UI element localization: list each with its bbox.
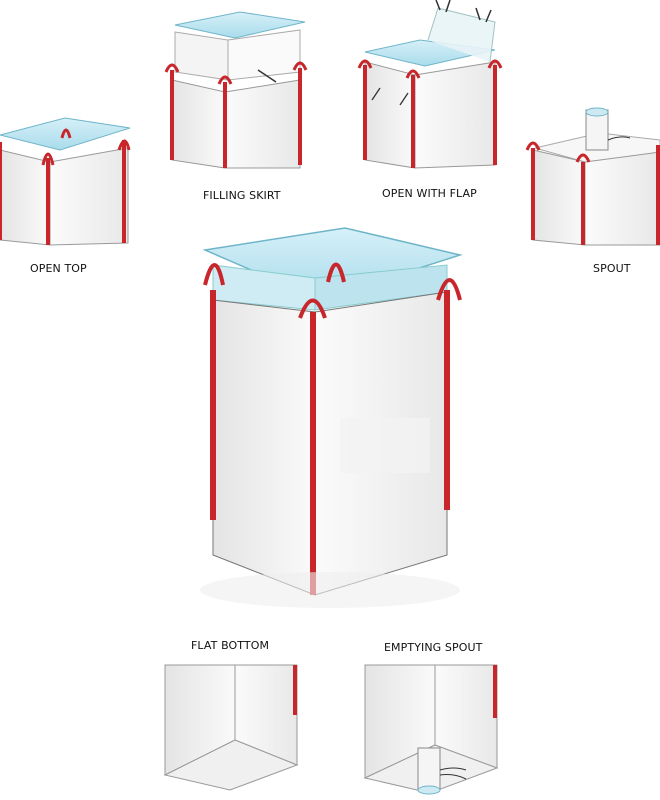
filling-skirt-bag xyxy=(164,11,308,169)
label-spout: SPOUT xyxy=(593,262,631,275)
open-top-bag xyxy=(0,117,131,246)
label-emptying-spout: EMPTYING SPOUT xyxy=(384,641,483,654)
flat-bottom-bag xyxy=(163,664,299,791)
label-open-with-flap: OPEN WITH FLAP xyxy=(382,187,477,200)
emptying-spout-bag xyxy=(363,664,499,795)
label-flat-bottom: FLAT BOTTOM xyxy=(191,639,270,652)
label-filling-skirt: FILLING SKIRT xyxy=(203,189,281,202)
main-bag-open-top xyxy=(200,227,463,608)
spout-bag xyxy=(525,107,660,246)
open-with-flap-bag xyxy=(357,0,503,169)
label-open-top: OPEN TOP xyxy=(30,262,87,275)
